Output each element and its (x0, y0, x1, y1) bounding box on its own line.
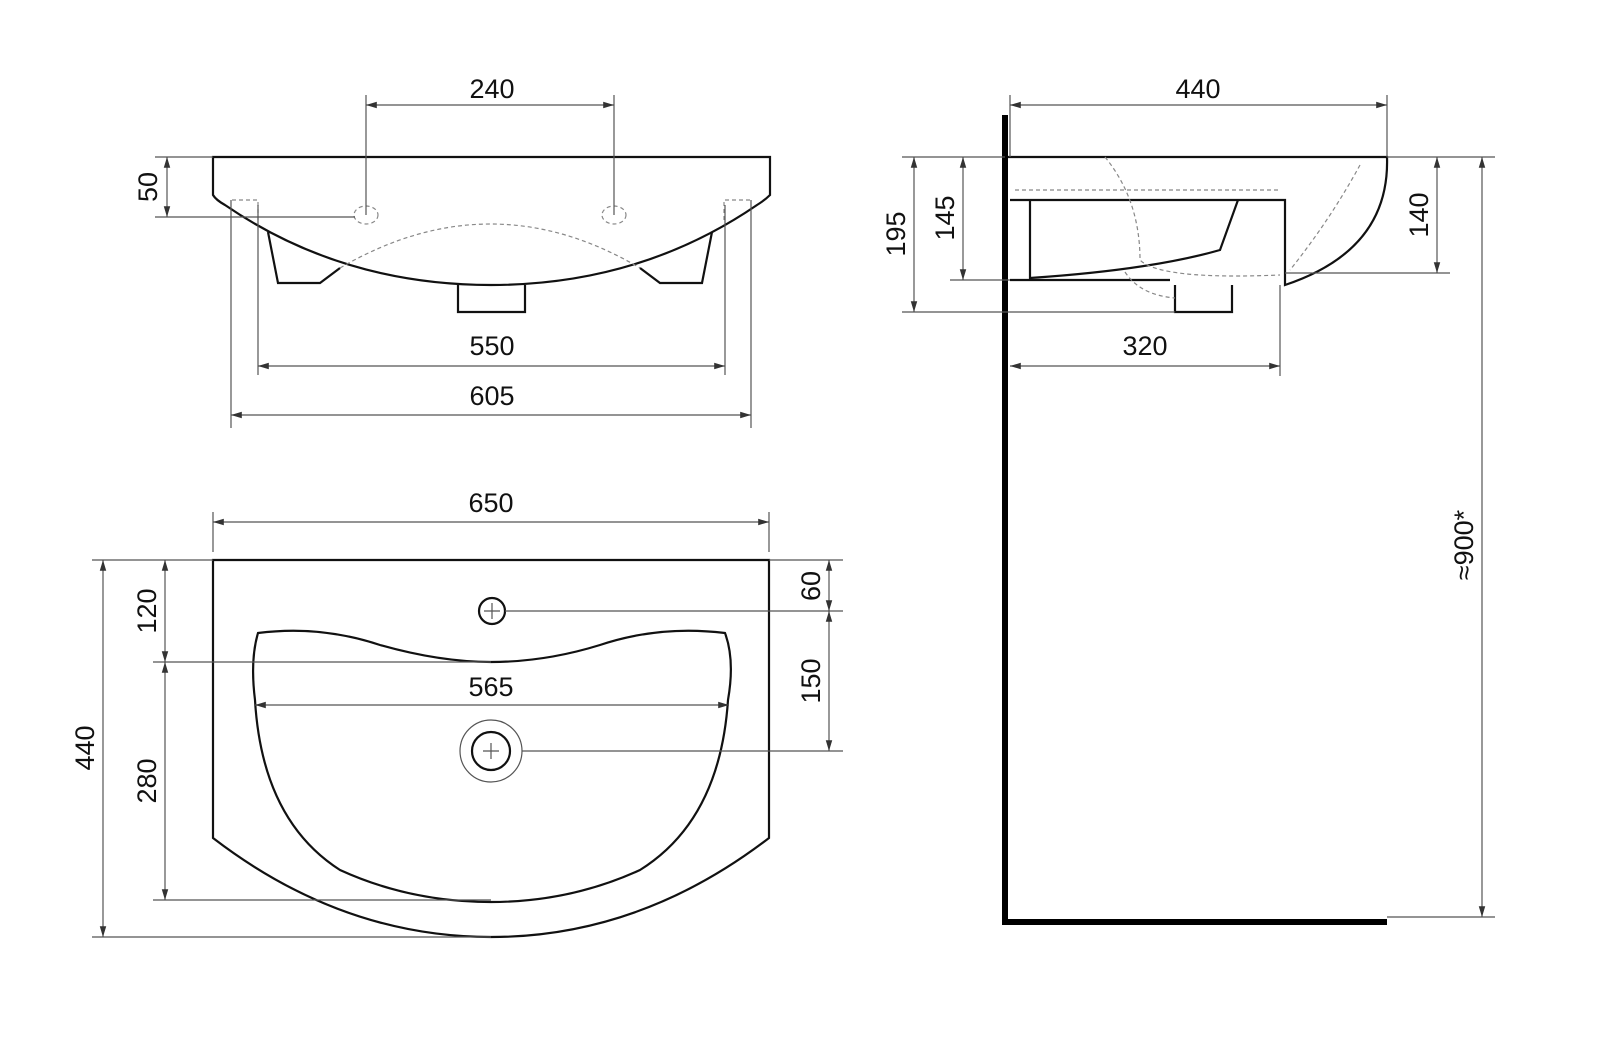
dim-side-depth: 440 (1175, 74, 1220, 104)
dim-install-height: ≈900* (1449, 509, 1479, 580)
dim-mount-depth: 320 (1122, 331, 1167, 361)
side-view: 440 195 145 140 320 ≈900* (881, 74, 1495, 925)
dim-bowl-depth: 280 (132, 758, 162, 803)
dim-body-height: 145 (930, 195, 960, 240)
dim-tap-to-drain: 150 (796, 658, 826, 703)
dim-overall-width: 650 (468, 488, 513, 518)
dim-legs-span: 550 (469, 331, 514, 361)
dim-overflow-height: 50 (133, 172, 163, 202)
dim-total-height: 195 (881, 211, 911, 256)
wall-and-floor (1002, 115, 1387, 925)
front-view: 240 50 550 605 (133, 74, 772, 428)
dim-holes-spacing: 240 (469, 74, 514, 104)
dim-bowl-inner-width: 565 (468, 672, 513, 702)
dim-tap-to-bowl: 120 (132, 588, 162, 633)
dim-tap-offset: 60 (796, 571, 826, 601)
dim-front-height: 140 (1404, 192, 1434, 237)
top-view: 650 565 120 280 440 60 150 (70, 488, 843, 939)
dim-bowl-width: 605 (469, 381, 514, 411)
dim-overall-depth: 440 (70, 725, 100, 770)
